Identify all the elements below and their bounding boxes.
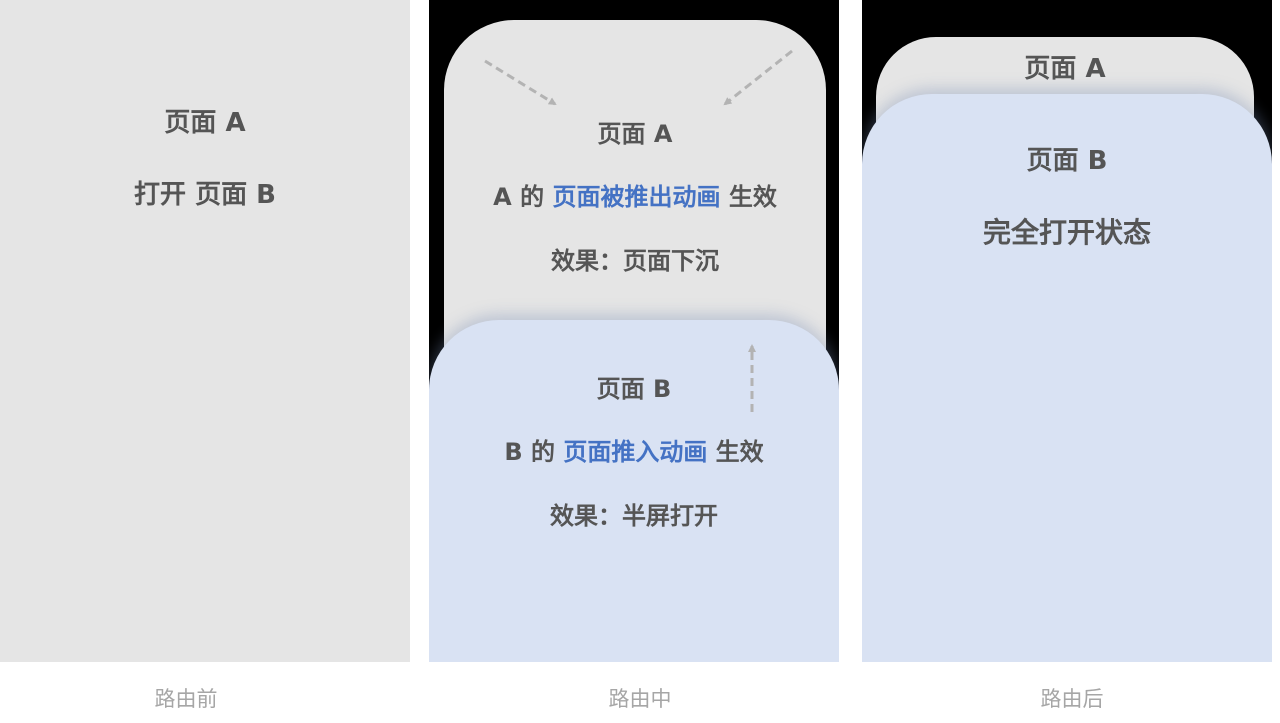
page-b-enter-animation-label: 页面推入动画	[563, 438, 708, 466]
page-b-title: 页面 B	[1026, 146, 1108, 176]
page-b-line-suffix: 生效	[707, 438, 764, 466]
page-a-animation-line: A 的 页面被推出动画 生效	[444, 177, 826, 212]
page-b-effect: 效果：半屏打开	[550, 502, 718, 530]
page-a-label: 页面 A	[164, 108, 246, 138]
page-a-exit-animation-label: 页面被推出动画	[552, 183, 721, 211]
sink-arrow-left	[484, 59, 557, 106]
page-b-title: 页面 B	[596, 375, 672, 403]
page-b-animation-line: B 的 页面推入动画 生效	[429, 432, 839, 467]
after-route-panel: 页面 A 页面 B 完全打开状态	[862, 0, 1272, 662]
caption-before-route: 路由前	[154, 687, 218, 711]
page-a-effect: 效果：页面下沉	[551, 247, 719, 275]
caption-after-route: 路由后	[1040, 687, 1104, 711]
during-route-panel: 页面 A A 的 页面被推出动画 生效 效果：页面下沉 页面 B B 的 页面推…	[429, 0, 839, 662]
sink-arrow-right	[723, 49, 793, 106]
page-a-title: 页面 A	[1024, 54, 1106, 84]
fully-open-state-label: 完全打开状态	[982, 216, 1151, 249]
page-a-line-suffix: 生效	[720, 183, 777, 211]
page-a-title: 页面 A	[597, 120, 673, 148]
page-b-card: 页面 B B 的 页面推入动画 生效 效果：半屏打开	[429, 320, 839, 662]
page-a-line-prefix: A 的	[493, 183, 553, 211]
before-route-panel: 页面 A 打开 页面 B	[0, 0, 410, 662]
page-b-line-prefix: B 的	[504, 438, 564, 466]
caption-during-route: 路由中	[608, 687, 672, 711]
open-page-b-label: 打开 页面 B	[134, 180, 276, 210]
page-b-card: 页面 B 完全打开状态	[862, 94, 1272, 662]
motion-arrows	[484, 49, 793, 412]
